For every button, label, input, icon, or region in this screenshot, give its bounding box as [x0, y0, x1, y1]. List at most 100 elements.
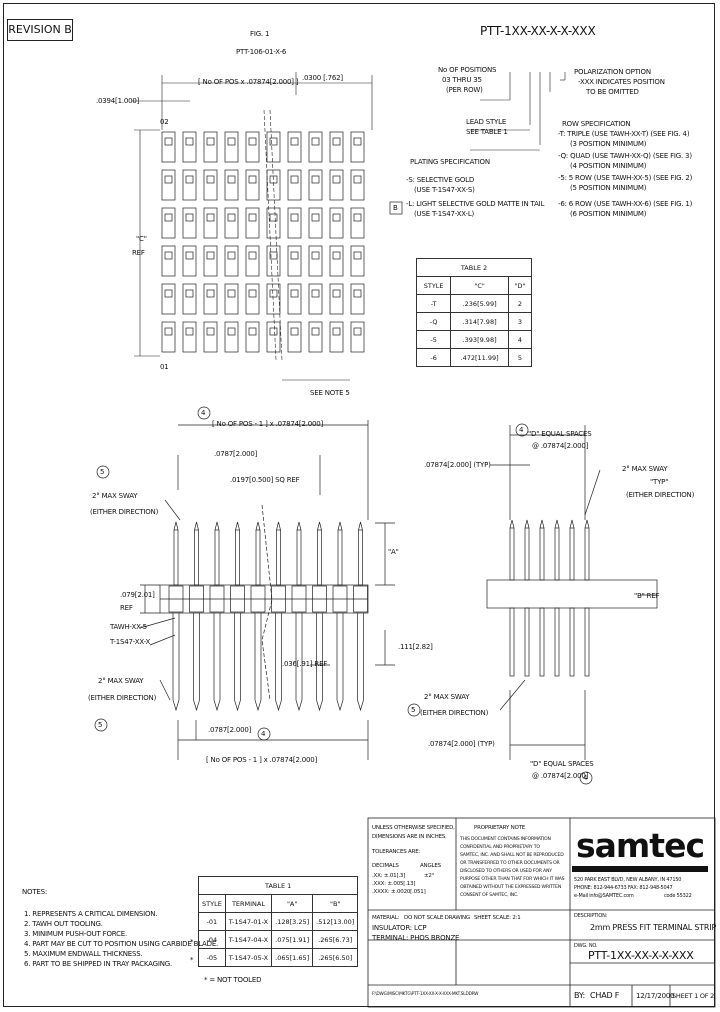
- table2-cell: -6: [415, 348, 452, 367]
- tb-dwg-label: DWG. NO.: [574, 943, 598, 949]
- pin-square: [353, 175, 362, 184]
- tb-address-4: code 55322: [664, 893, 692, 899]
- table2-cell: .393[9.98]: [450, 330, 509, 349]
- table1-header: TERMINAL: [224, 894, 273, 913]
- pin-square: [353, 327, 362, 336]
- pin-cell: [203, 207, 218, 239]
- logo-bar: [572, 866, 708, 872]
- table1-cell: .075[1.91]: [271, 930, 314, 949]
- table1-cell: -04: [198, 930, 226, 949]
- side-pin-top: [524, 527, 530, 581]
- pin-cell: [266, 207, 281, 239]
- pin-square: [164, 251, 173, 260]
- tb-prop-6: PURPOSE OTHER THAN THAT FOR WHICH IT WAS: [460, 877, 565, 882]
- pin-square: [332, 137, 341, 146]
- table2-cell: .236[5.99]: [450, 294, 509, 313]
- pin-square: [185, 175, 194, 184]
- table1-cell: .128[3.25]: [271, 912, 314, 931]
- table2-cell: 4: [507, 330, 533, 349]
- pin-tail: [213, 613, 221, 712]
- pin-top: [194, 529, 199, 586]
- code-positions-row: (PER ROW): [446, 86, 483, 94]
- pin-cell: [329, 169, 344, 201]
- table-row: -5 .393[9.98] 4: [415, 330, 533, 349]
- side-pin-top: [554, 527, 560, 581]
- pin-tip: [337, 521, 343, 531]
- side-pin-tail: [584, 607, 590, 677]
- label-c: "C": [136, 235, 147, 243]
- side-pin-tail: [554, 607, 560, 677]
- pin-square: [353, 137, 362, 146]
- side-dim-typ: .07874[2.000] (TYP): [424, 461, 491, 469]
- front-tawh: TAWH-XX-5: [110, 623, 147, 631]
- table2-cell: -T: [415, 294, 452, 313]
- pin-cell: [161, 169, 176, 201]
- table-row: -04 T-1S47-04-X .075[1.91] .265[6.73]: [198, 930, 359, 949]
- side-pin-tip: [509, 519, 515, 529]
- pin-square: [311, 137, 320, 146]
- front-view: [139, 420, 395, 760]
- pin-cell: [329, 283, 344, 315]
- front-pitch-top: [ No OF POS - 1 ] x .07874[2.000]: [212, 420, 324, 428]
- pin-square: [185, 213, 194, 222]
- code-plating: PLATING SPECIFICATION: [410, 158, 490, 166]
- code-row-q-min: (4 POSITION MINIMUM): [570, 162, 647, 170]
- table1-footnote: * = NOT TOOLED: [204, 976, 262, 984]
- pin-housing: [312, 585, 327, 613]
- side-pins: [509, 519, 590, 677]
- table1-cell: .512[13.00]: [312, 912, 359, 931]
- pin-cell: [203, 321, 218, 353]
- pin-tail: [234, 613, 241, 712]
- front-dim-0197: .0197[0.500] SQ REF: [230, 476, 300, 484]
- title-block-lines: [367, 817, 716, 1008]
- pin-tail: [295, 613, 303, 712]
- pin-cell: [224, 283, 239, 315]
- tb-address-3: e-Mail info@SAMTEC.com: [574, 893, 634, 899]
- pin-square: [353, 213, 362, 222]
- pin-square: [206, 251, 215, 260]
- tb-tol-xxx: .XXXX: ±.0020[.051]: [372, 889, 426, 895]
- front-flag-bottom: 4: [261, 730, 266, 738]
- pin-cell: [161, 245, 176, 277]
- pin-housing: [230, 585, 245, 613]
- code-row-5-min: (5 POSITION MINIMUM): [570, 184, 647, 192]
- pin-square: [290, 213, 299, 222]
- side-pin-tail: [524, 607, 530, 677]
- pin-square: [164, 175, 173, 184]
- front-dim-0787: .0787[2.000]: [214, 450, 258, 458]
- front-dim-111: .111[2.82]: [398, 643, 433, 651]
- pin-cell: [266, 245, 281, 277]
- note-item: 3. MINIMUM PUSH-OUT FORCE.: [24, 930, 128, 938]
- pin-square: [227, 327, 236, 336]
- label-02: 02: [160, 118, 169, 126]
- pin-cell: [308, 245, 323, 277]
- code-plating-s: -S: SELECTIVE GOLD: [406, 176, 475, 184]
- pin-square: [269, 213, 278, 222]
- code-row-6-min: (6 POSITION MINIMUM): [570, 210, 647, 218]
- pin-square: [332, 251, 341, 260]
- tb-tol-3: TOLERANCES ARE:: [372, 849, 421, 855]
- tb-description: 2mm PRESS FIT TERMINAL STRIP: [590, 923, 717, 932]
- code-lead-style: LEAD STYLE: [466, 118, 507, 126]
- side-b-ref: "B" REF: [634, 592, 660, 600]
- table2-header: "C": [450, 276, 509, 295]
- pin-cell: [161, 131, 176, 163]
- pin-cell: [161, 283, 176, 315]
- pin-cell: [245, 283, 260, 315]
- pin-cell: [161, 321, 176, 353]
- side-view: [486, 425, 658, 760]
- pin-housing: [189, 585, 204, 613]
- pin-square: [185, 327, 194, 336]
- pin-square: [269, 289, 278, 298]
- pin-cell: [203, 131, 218, 163]
- code-row-spec: ROW SPECIFICATION: [562, 120, 631, 128]
- tb-angles: ANGLES: [420, 863, 441, 869]
- front-sway-flag: 5: [100, 468, 105, 476]
- pin-tip: [173, 521, 179, 531]
- front-dim-a: "A": [388, 548, 399, 556]
- pin-housing: [168, 585, 184, 613]
- code-row-t-min: (3 POSITION MINIMUM): [570, 140, 647, 148]
- table2-cell: 2: [507, 294, 533, 313]
- code-positions: No OF POSITIONS: [438, 66, 497, 74]
- side-pin-tip: [554, 519, 560, 529]
